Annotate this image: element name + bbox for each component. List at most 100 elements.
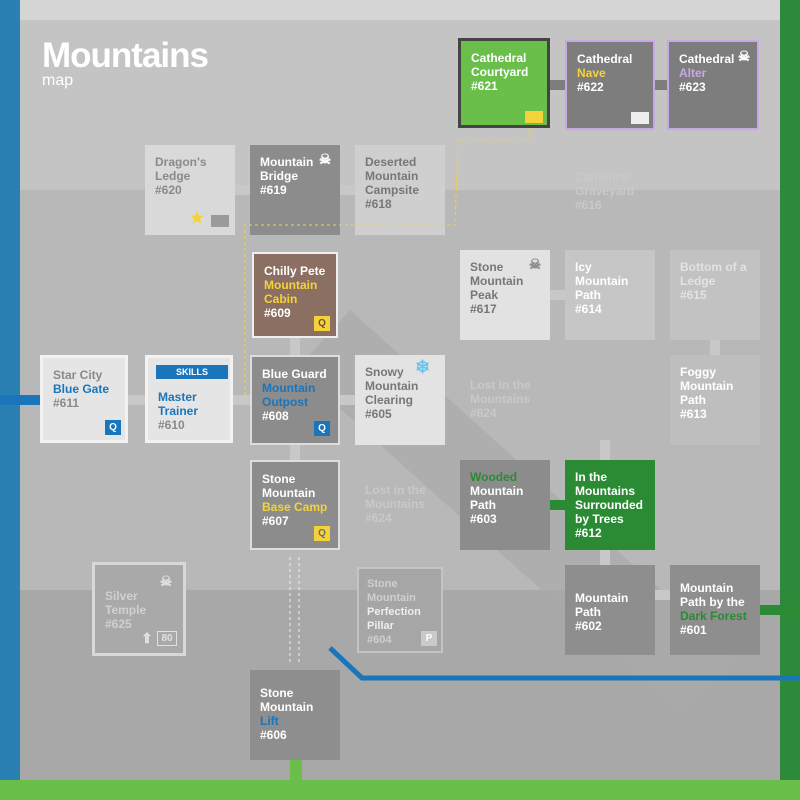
quest-badge[interactable]: Q bbox=[314, 421, 330, 436]
skull-icon: ☠ bbox=[159, 573, 173, 589]
room-name-line: Mountain bbox=[367, 592, 416, 604]
connector bbox=[550, 500, 565, 510]
room-name-line: Mountain bbox=[365, 379, 419, 393]
room-625[interactable]: Silver Temple #625 ☠ ⬆ 80 bbox=[92, 562, 186, 656]
connector bbox=[232, 395, 250, 405]
room-604[interactable]: Stone Mountain Perfection Pillar #604 P bbox=[357, 567, 443, 653]
room-name-line: Nave bbox=[577, 66, 606, 80]
room-name-line: Mountain bbox=[575, 591, 629, 605]
room-number: #603 bbox=[470, 512, 497, 526]
room-624-upper[interactable]: Lost in the Mountains #624 bbox=[460, 368, 550, 428]
room-name-line: Alter bbox=[679, 66, 707, 80]
room-624-lower[interactable]: Lost in the Mountains #624 bbox=[355, 473, 445, 533]
room-name-line: Courtyard bbox=[471, 65, 529, 79]
star-icon: ★ bbox=[189, 210, 205, 227]
room-name-line: Trainer bbox=[158, 404, 199, 418]
room-607[interactable]: Stone Mountain Base Camp #607 Q bbox=[250, 460, 340, 550]
room-605[interactable]: Snowy Mountain Clearing #605 ❄ bbox=[355, 355, 445, 445]
room-613[interactable]: Foggy Mountain Path #613 bbox=[670, 355, 760, 445]
room-606[interactable]: Stone Mountain Lift #606 bbox=[250, 670, 340, 760]
room-name-line: by Trees bbox=[575, 512, 624, 526]
connector bbox=[290, 760, 302, 780]
room-number: #608 bbox=[262, 409, 289, 423]
room-name-line: Mountains bbox=[575, 484, 635, 498]
room-number: #605 bbox=[365, 407, 392, 421]
room-name-line: Dark Forest bbox=[680, 609, 747, 623]
room-609[interactable]: Chilly Pete Mountain Cabin #609 Q bbox=[252, 252, 338, 338]
room-618[interactable]: Deserted Mountain Campsite #618 bbox=[355, 145, 445, 235]
room-number: #604 bbox=[367, 634, 392, 646]
room-611[interactable]: Star City Blue Gate #611 Q bbox=[40, 355, 128, 443]
quest-badge[interactable]: Q bbox=[314, 526, 330, 541]
connector bbox=[760, 605, 800, 615]
room-name-line: Cathedral bbox=[575, 170, 631, 184]
room-name-line: Master bbox=[158, 390, 197, 404]
room-number: #625 bbox=[105, 617, 132, 631]
connector bbox=[655, 590, 670, 600]
room-number: #611 bbox=[53, 396, 80, 410]
room-603[interactable]: Wooded Mountain Path #603 bbox=[460, 460, 550, 550]
room-name-line: Path by the bbox=[680, 595, 745, 609]
room-number: #623 bbox=[679, 80, 706, 94]
snowflake-icon: ❄ bbox=[415, 357, 431, 377]
quest-badge[interactable]: Q bbox=[105, 420, 121, 435]
room-name-line: Path bbox=[575, 605, 602, 619]
up-arrow-icon: ⬆ bbox=[141, 630, 153, 646]
room-608[interactable]: Blue Guard Mountain Outpost #608 Q bbox=[250, 355, 340, 445]
room-name-line: Star City bbox=[53, 368, 103, 382]
room-number: #612 bbox=[575, 526, 602, 540]
room-name-line: Mountain bbox=[260, 700, 314, 714]
room-name-line: Stone bbox=[367, 578, 398, 590]
room-number: #613 bbox=[680, 407, 707, 421]
room-617[interactable]: Stone Mountain Peak #617 ☠ bbox=[460, 250, 550, 340]
room-name-line: Deserted bbox=[365, 155, 417, 169]
room-620[interactable]: Dragon's Ledge #620 ★ bbox=[145, 145, 235, 235]
room-name-line: Base Camp bbox=[262, 500, 328, 514]
room-number: #614 bbox=[575, 302, 602, 316]
room-name-line: Bottom of a bbox=[680, 260, 747, 274]
room-name-line: Mountain bbox=[680, 581, 734, 595]
room-number: #618 bbox=[365, 197, 392, 211]
skills-badge: SKILLS bbox=[156, 365, 228, 379]
room-name-line: Path bbox=[470, 498, 497, 512]
skull-icon: ☠ bbox=[737, 48, 751, 64]
room-621[interactable]: Cathedral Courtyard #621 bbox=[458, 38, 550, 128]
room-name-line: Mountains bbox=[470, 392, 530, 406]
room-name-line: Cathedral bbox=[679, 52, 735, 66]
room-number: #619 bbox=[260, 183, 287, 197]
room-616[interactable]: Cathedral Graveyard #616 bbox=[565, 160, 665, 230]
connector bbox=[710, 338, 720, 355]
room-name-line: Mountain bbox=[470, 484, 524, 498]
room-610[interactable]: SKILLS Master Trainer #610 bbox=[145, 355, 233, 443]
room-601[interactable]: Mountain Path by the Dark Forest #601 bbox=[670, 565, 760, 655]
room-name-line: Pillar bbox=[367, 620, 394, 632]
room-615[interactable]: Bottom of a Ledge #615 bbox=[670, 250, 760, 340]
bottom-exit-bar[interactable] bbox=[0, 780, 800, 800]
room-number: #622 bbox=[577, 80, 604, 94]
room-name-line: Surrounded bbox=[575, 498, 643, 512]
room-619[interactable]: Mountain Bridge #619 ☠ bbox=[250, 145, 340, 235]
connector bbox=[290, 445, 300, 460]
top-border bbox=[0, 0, 800, 20]
room-number: #621 bbox=[471, 79, 498, 93]
room-name-line: Cathedral bbox=[577, 52, 633, 66]
room-614[interactable]: Icy Mountain Path #614 bbox=[565, 250, 655, 340]
room-number: #620 bbox=[155, 183, 182, 197]
room-name-line: Blue Gate bbox=[53, 382, 110, 396]
room-number: #624 bbox=[365, 511, 392, 525]
room-number: #617 bbox=[470, 302, 497, 316]
room-name-line: Silver bbox=[105, 589, 138, 603]
right-exit-bar[interactable] bbox=[780, 0, 800, 800]
room-name-line: Icy bbox=[575, 260, 592, 274]
room-name-line: Mountain bbox=[680, 379, 734, 393]
connector bbox=[340, 185, 355, 195]
room-622[interactable]: Cathedral Nave #622 bbox=[565, 40, 655, 130]
quest-badge[interactable]: Q bbox=[314, 316, 330, 331]
room-name-line: Path bbox=[680, 393, 707, 407]
room-name-line: Perfection bbox=[367, 606, 421, 618]
room-612[interactable]: In the Mountains Surrounded by Trees #61… bbox=[565, 460, 655, 550]
room-602[interactable]: Mountain Path #602 bbox=[565, 565, 655, 655]
connector bbox=[550, 80, 565, 90]
room-623[interactable]: Cathedral Alter #623 ☠ bbox=[667, 40, 759, 130]
level-badge: 80 bbox=[157, 631, 177, 646]
